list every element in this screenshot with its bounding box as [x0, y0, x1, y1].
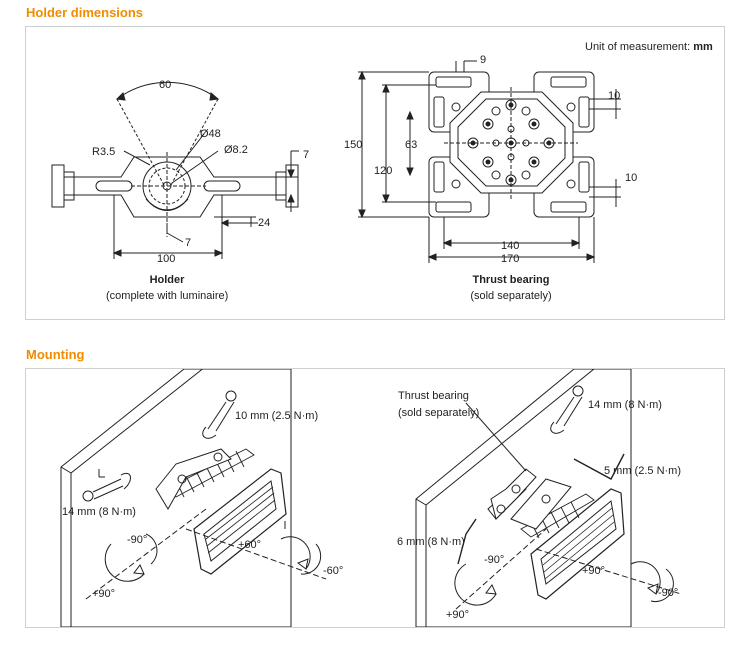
dim-120-label: 120	[374, 165, 393, 177]
thrust-caption-title: Thrust bearing	[472, 274, 550, 286]
holder-dimensions-drawing	[51, 60, 621, 263]
dim-7-right-label: 7	[303, 149, 310, 161]
holder-caption: Holder (complete with luminaire)	[106, 274, 228, 302]
angle-60-label: 60	[159, 79, 172, 91]
thrust-caption-sub: (sold separately)	[470, 290, 552, 302]
right-angle-m90b-label: -90°	[658, 587, 679, 599]
holder-caption-title: Holder	[149, 274, 185, 286]
holder-caption-sub: (complete with luminaire)	[106, 290, 229, 302]
dim-100-label: 100	[157, 253, 176, 265]
left-angle-p60-label: +60°	[238, 539, 262, 551]
unit-value: mm	[693, 41, 713, 53]
dim-10-bottom-label: 10	[625, 172, 638, 184]
radius-r35-label: R3.5	[92, 146, 116, 158]
left-angle-m60-label: -60°	[323, 565, 344, 577]
holder-dimensions-panel: 60 R3.5 Ø48 Ø8.2 7 7 24 100 Holder (comp…	[25, 26, 725, 320]
dim-24-label: 24	[258, 217, 271, 229]
dim-63-label: 63	[405, 139, 418, 151]
holder-drawing	[51, 81, 299, 259]
dim-140-label: 140	[501, 240, 520, 252]
right-hex-5-label: 5 mm (2.5 N·m)	[604, 465, 681, 477]
left-angle-p90-label: +90°	[92, 588, 116, 600]
mounting-title: Mounting	[26, 347, 85, 362]
right-mounting-illustration	[415, 369, 682, 627]
dim-170-label: 170	[501, 253, 520, 265]
left-angle-m90-label: -90°	[127, 534, 148, 546]
unit-of-measurement: Unit of measurement: mm	[585, 41, 713, 53]
dim-9-label: 9	[480, 54, 487, 66]
left-wrench-14-label: 14 mm (8 N·m)	[62, 506, 136, 518]
unit-prefix: Unit of measurement:	[585, 41, 694, 53]
right-thrust-label-2: (sold separately)	[398, 407, 480, 419]
right-thrust-label-1: Thrust bearing	[398, 390, 469, 402]
left-wrench-10-label: 10 mm (2.5 N·m)	[235, 410, 319, 422]
dim-7-bottom-label: 7	[185, 237, 192, 249]
right-wrench-14-label: 14 mm (8 N·m)	[588, 399, 662, 411]
mounting-drawing	[60, 369, 682, 627]
diameter-48-label: Ø48	[200, 128, 221, 140]
thrust-bearing-drawing	[358, 60, 621, 263]
right-angle-p90-label: +90°	[446, 609, 470, 621]
thrust-caption: Thrust bearing (sold separately)	[446, 274, 576, 302]
dim-10-top-label: 10	[608, 90, 621, 102]
right-angle-m90-label: -90°	[484, 554, 505, 566]
right-angle-p90b-label: +90°	[582, 565, 606, 577]
right-hex-6-label: 6 mm (8 N·m)	[397, 536, 465, 548]
dim-150-label: 150	[344, 139, 363, 151]
left-mounting-illustration	[60, 369, 327, 627]
diameter-82-label: Ø8.2	[224, 144, 248, 156]
holder-dimensions-title: Holder dimensions	[26, 5, 144, 20]
mounting-panel: 10 mm (2.5 N·m) 14 mm (8 N·m) -90° +90° …	[25, 368, 725, 628]
